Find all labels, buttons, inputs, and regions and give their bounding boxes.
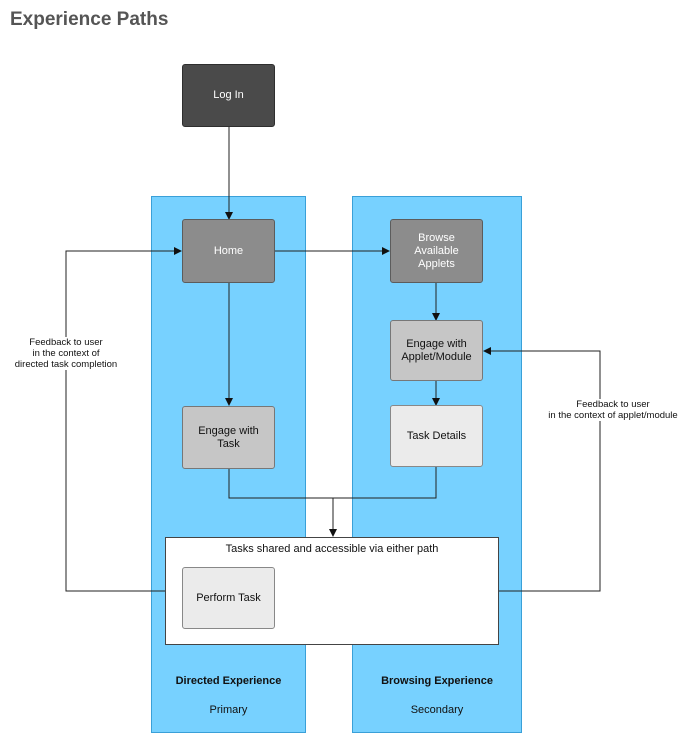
edge-left-feedback-loop	[65, 247, 182, 592]
node-log-in: Log In	[182, 64, 275, 127]
note-right-feedback: Feedback to user in the context of apple…	[538, 399, 688, 421]
lane-directed-subtitle: Primary	[209, 704, 248, 716]
note-left-line: Feedback to user	[29, 337, 103, 348]
note-left-line: in the context of	[32, 348, 100, 359]
node-engage-applet: Engage with Applet/Module	[390, 320, 483, 381]
lane-directed-name: Directed Experience	[175, 675, 282, 687]
node-home: Home	[182, 219, 275, 283]
edge-engage-task-to-shared	[228, 469, 333, 499]
node-perform-task: Perform Task	[182, 567, 275, 629]
node-browse-applets: Browse Available Applets	[390, 219, 483, 283]
lane-browsing-subtitle: Secondary	[410, 704, 464, 716]
note-right-line: in the context of applet/module	[548, 410, 678, 421]
page-title: Experience Paths	[10, 9, 169, 30]
node-engage-task: Engage with Task	[182, 406, 275, 469]
edge-right-feedback-loop	[483, 347, 601, 592]
edge-task-details-to-shared	[333, 467, 437, 499]
lane-browsing-name: Browsing Experience	[381, 675, 493, 687]
note-right-line: Feedback to user	[576, 399, 650, 410]
node-task-details: Task Details	[390, 405, 483, 467]
note-left-line: directed task completion	[14, 359, 118, 370]
note-left-feedback: Feedback to user in the context of direc…	[4, 337, 128, 370]
shared-tasks-label: Tasks shared and accessible via either p…	[225, 543, 439, 555]
